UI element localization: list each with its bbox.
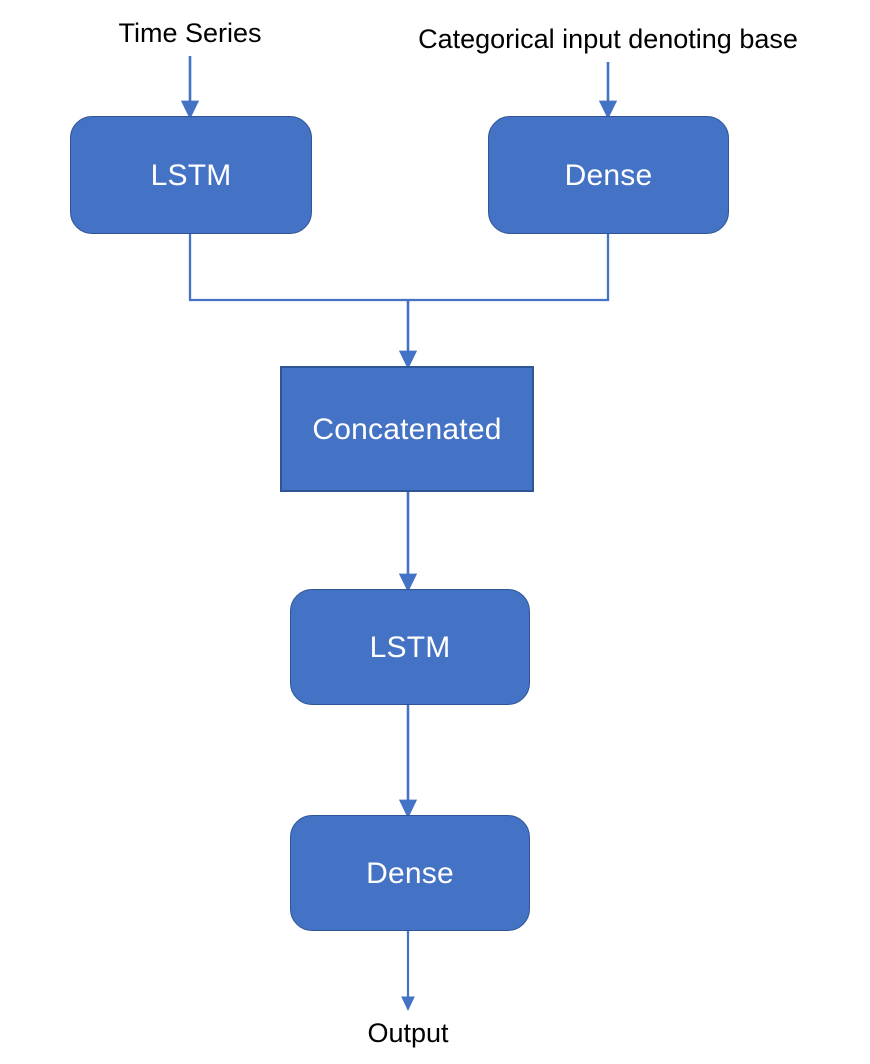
edge-merge-to-concatenated (188, 234, 610, 370)
node-dense-bottom[interactable]: Dense (290, 815, 530, 931)
output-label: Output (367, 1018, 449, 1048)
input-label-time-series: Time Series (118, 18, 262, 48)
node-lstm-top-label: LSTM (150, 158, 232, 192)
node-lstm-top[interactable]: LSTM (70, 116, 312, 234)
node-lstm-mid[interactable]: LSTM (290, 589, 530, 705)
node-concatenated-label: Concatenated (312, 412, 502, 446)
node-dense-top-label: Dense (564, 158, 653, 192)
node-lstm-mid-label: LSTM (369, 630, 451, 664)
node-concatenated[interactable]: Concatenated (280, 366, 534, 492)
input-label-categorical: Categorical input denoting base (418, 24, 798, 54)
node-dense-top[interactable]: Dense (488, 116, 729, 234)
node-dense-bottom-label: Dense (366, 856, 454, 890)
